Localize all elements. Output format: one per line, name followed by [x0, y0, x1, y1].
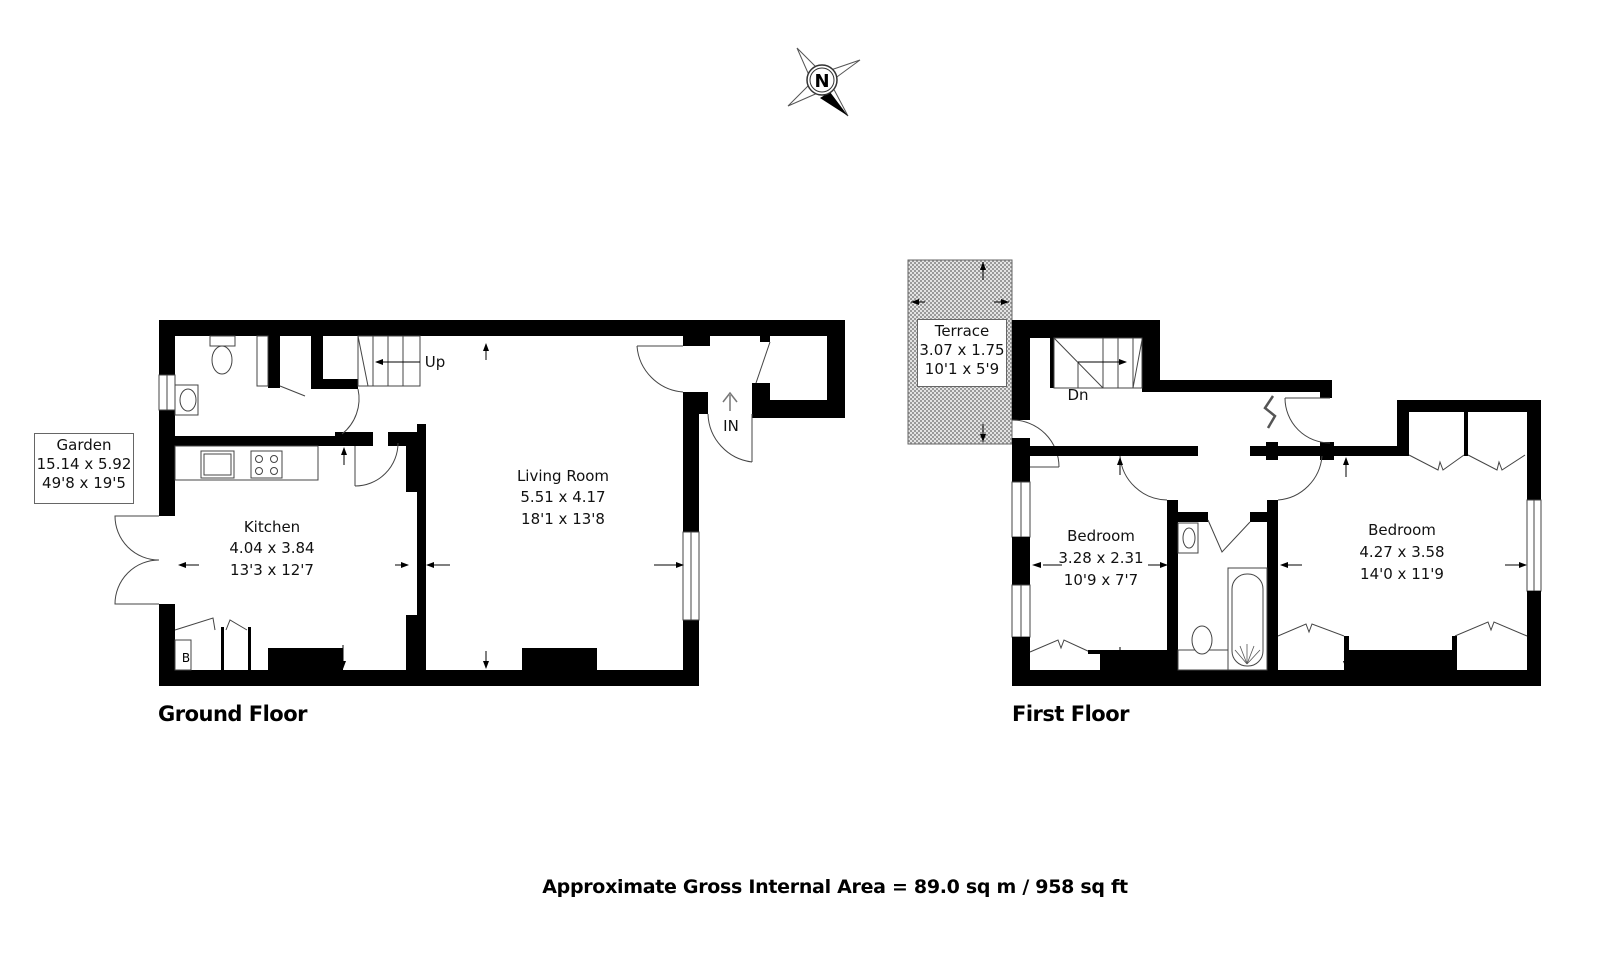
- svg-text:4.04 x 3.84: 4.04 x 3.84: [229, 539, 314, 557]
- svg-text:IN: IN: [723, 417, 739, 435]
- stairs-down: [1053, 337, 1143, 389]
- svg-text:5.51 x 4.17: 5.51 x 4.17: [520, 488, 605, 506]
- svg-text:3.28 x 2.31: 3.28 x 2.31: [1058, 549, 1143, 567]
- garden-metric: 15.14 x 5.92: [36, 455, 132, 473]
- bedroom-small-label: Bedroom 3.28 x 2.31 10'9 x 7'7: [1058, 527, 1143, 589]
- svg-text:Bedroom: Bedroom: [1067, 527, 1135, 545]
- svg-text:B: B: [182, 651, 190, 665]
- bedroom-large-label: Bedroom 4.27 x 3.58 14'0 x 11'9: [1359, 521, 1444, 583]
- ground-floor-plan: Up B IN: [114, 320, 845, 686]
- first-floor-title: First Floor: [1012, 702, 1130, 726]
- svg-text:Kitchen: Kitchen: [244, 518, 300, 536]
- terrace-imperial: 10'1 x 5'9: [924, 360, 1000, 378]
- gross-internal-area: Approximate Gross Internal Area = 89.0 s…: [542, 876, 1128, 898]
- svg-text:N: N: [814, 71, 829, 92]
- svg-text:Up: Up: [425, 353, 446, 371]
- svg-text:4.27 x 3.58: 4.27 x 3.58: [1359, 543, 1444, 561]
- ground-floor-title: Ground Floor: [158, 702, 308, 726]
- svg-text:13'3 x 12'7: 13'3 x 12'7: [230, 561, 314, 579]
- svg-text:14'0 x 11'9: 14'0 x 11'9: [1360, 565, 1444, 583]
- svg-text:Bedroom: Bedroom: [1368, 521, 1436, 539]
- terrace-name: Terrace: [934, 322, 990, 340]
- living-room-label: Living Room 5.51 x 4.17 18'1 x 13'8: [517, 467, 609, 528]
- svg-text:10'9 x 7'7: 10'9 x 7'7: [1064, 571, 1138, 589]
- terrace-label: Terrace 3.07 x 1.75 10'1 x 5'9: [917, 319, 1007, 387]
- garden-name: Garden: [56, 436, 112, 454]
- svg-text:Living Room: Living Room: [517, 467, 609, 485]
- kitchen-label: Kitchen 4.04 x 3.84 13'3 x 12'7: [229, 518, 314, 579]
- terrace-metric: 3.07 x 1.75: [919, 341, 1005, 359]
- garden-label: Garden 15.14 x 5.92 49'8 x 19'5: [34, 433, 134, 504]
- svg-text:18'1 x 13'8: 18'1 x 13'8: [521, 510, 605, 528]
- garden-imperial: 49'8 x 19'5: [42, 474, 126, 492]
- svg-text:Dn: Dn: [1067, 386, 1088, 404]
- north-compass-icon: N: [787, 47, 861, 117]
- stairs-up: [357, 335, 421, 387]
